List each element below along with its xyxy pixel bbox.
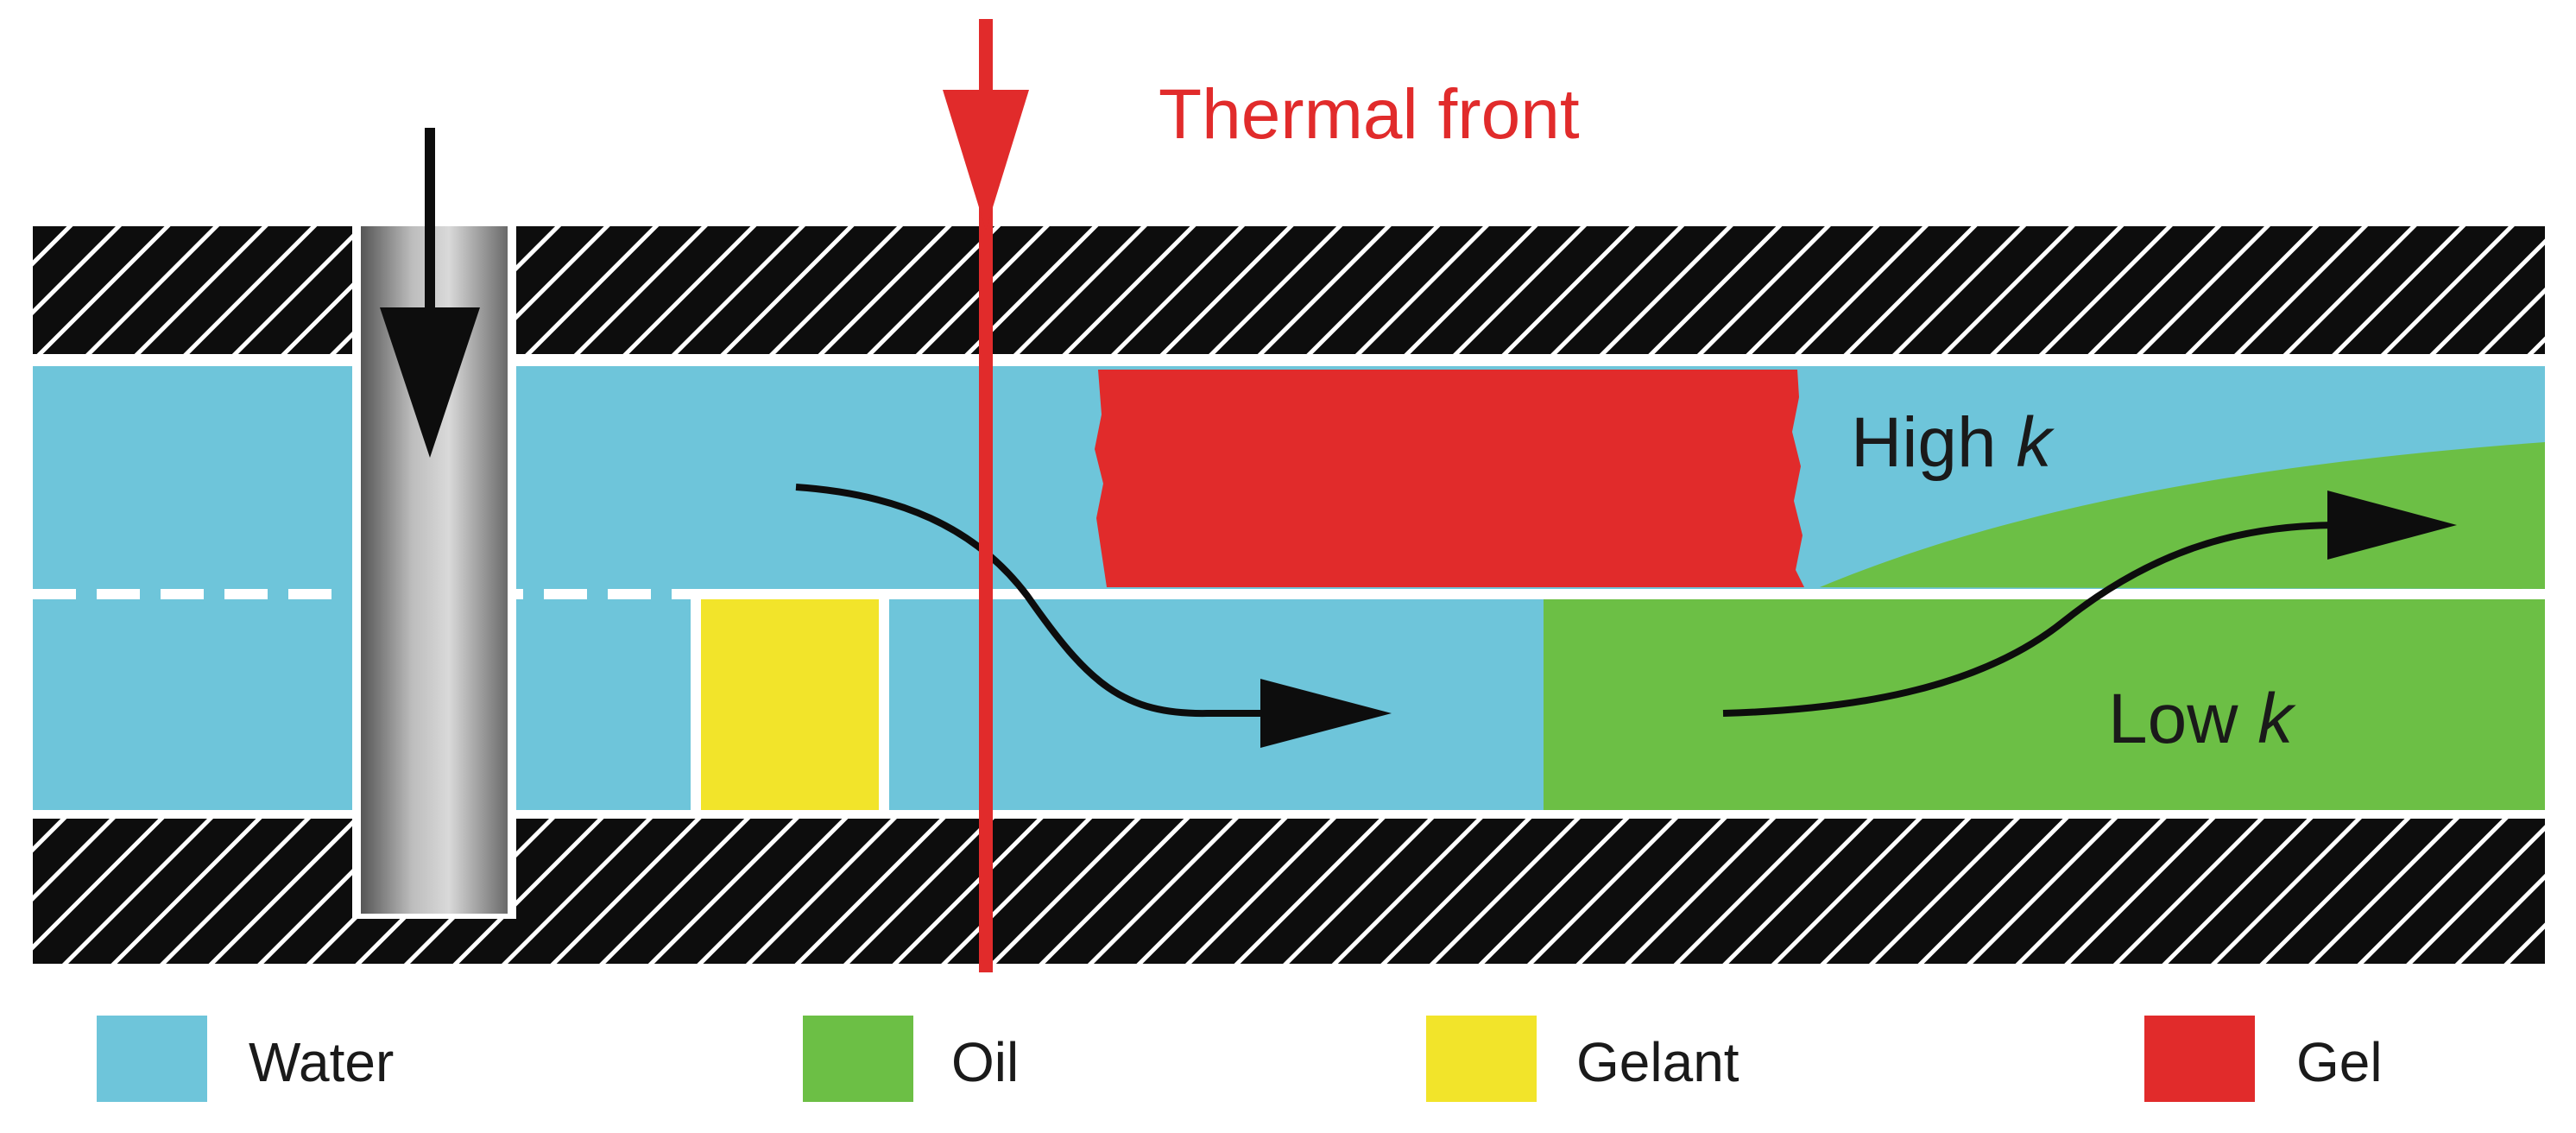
thermal-front-marker xyxy=(943,19,1029,972)
oil-zone-upper xyxy=(1820,442,2545,589)
gel-zone xyxy=(1095,370,1804,587)
low-k-label: Low k xyxy=(2108,680,2296,758)
oil-zone-lower xyxy=(1544,599,2545,810)
high-k-label: High k xyxy=(1851,403,2055,482)
legend-swatch-oil xyxy=(803,1016,913,1102)
legend-label-water: Water xyxy=(249,1031,394,1093)
gelant-border-right xyxy=(879,599,889,815)
low-k-symbol: k xyxy=(2257,680,2296,758)
arrow-down-icon xyxy=(943,90,1029,230)
legend-swatch-gel xyxy=(2144,1016,2255,1102)
low-k-label-text: Low xyxy=(2108,680,2257,758)
high-k-symbol: k xyxy=(2016,403,2055,482)
thermal-front-label: Thermal front xyxy=(1159,75,1580,154)
curved-arrow-right-icon xyxy=(795,484,1392,748)
high-k-label-text: High xyxy=(1851,403,2016,482)
arrow-down-icon xyxy=(380,128,480,458)
legend-swatch-gelant xyxy=(1426,1016,1537,1102)
legend-label-oil: Oil xyxy=(951,1031,1019,1093)
gelant-zone xyxy=(701,599,879,810)
gelant-border-left xyxy=(691,596,701,812)
legend-swatch-water xyxy=(97,1016,207,1102)
legend: Water Oil Gelant Gel xyxy=(97,1016,2383,1102)
legend-label-gelant: Gelant xyxy=(1576,1031,1739,1093)
curved-arrow-right-icon xyxy=(1722,491,2457,717)
legend-label-gel: Gel xyxy=(2296,1031,2383,1093)
